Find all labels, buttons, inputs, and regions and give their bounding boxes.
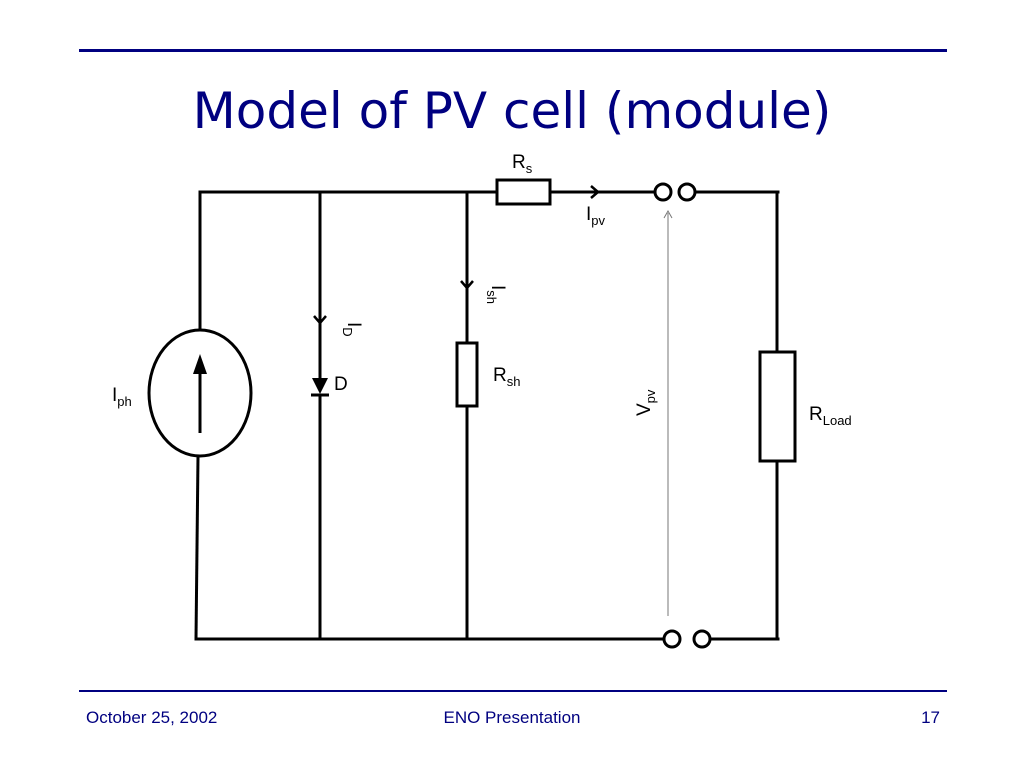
footer-rule	[79, 690, 947, 692]
slide-number: 17	[921, 708, 940, 727]
diode-symbol	[312, 378, 328, 394]
shunt-current-label: Ish	[484, 285, 508, 304]
series-resistor-symbol	[495, 178, 552, 206]
series-resistor-label: Rs	[512, 152, 533, 176]
footer-date: October 25, 2002	[86, 708, 218, 727]
diode-current-label: ID	[340, 322, 364, 337]
load-resistor-symbol	[758, 350, 797, 463]
source-wire-bottom	[194, 454, 200, 641]
source-label: Iph	[112, 385, 132, 409]
output-current-arrow-icon	[590, 185, 600, 199]
shunt-current-arrow-icon	[460, 280, 474, 290]
load-resistor-label: RLoad	[809, 404, 852, 428]
shunt-resistor-label: Rsh	[493, 365, 520, 389]
terminal-top-left	[653, 182, 673, 202]
voltage-arrow-icon	[663, 209, 673, 219]
slide-title: Model of PV cell (module)	[192, 82, 832, 140]
current-source-symbol	[147, 328, 253, 458]
diode-label: D	[334, 374, 348, 395]
output-current-label: Ipv	[586, 204, 606, 228]
shunt-resistor-symbol	[455, 341, 479, 408]
terminal-top-right	[677, 182, 697, 202]
diode-current-arrow-icon	[313, 315, 327, 325]
terminal-bottom-left	[662, 629, 682, 649]
terminal-bottom-right	[692, 629, 712, 649]
output-voltage-label: Vpv	[634, 389, 658, 416]
current-source-arrow-icon	[193, 354, 207, 374]
footer-presentation-name: ENO Presentation	[443, 708, 581, 727]
title-top-rule	[79, 49, 947, 52]
